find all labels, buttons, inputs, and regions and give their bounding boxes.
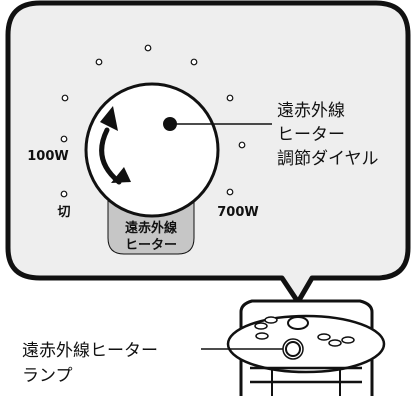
dial-position-markers (60, 44, 246, 198)
lamp-callout-line1: 遠赤外線ヒーター (22, 341, 158, 361)
marker-label-low: 100W (27, 149, 68, 164)
marker-dot-3 (61, 94, 69, 102)
marker-dot-6 (190, 58, 198, 66)
lamp-callout-line2: ランプ (22, 366, 73, 386)
marker-dot-4 (95, 58, 103, 66)
heater-button-5 (328, 339, 342, 347)
heater-dial[interactable] (84, 82, 220, 218)
heater-main-button (287, 316, 309, 330)
marker-label-high: 700W (217, 205, 258, 220)
badge-label-line2: ヒーター (125, 238, 177, 253)
marker-label-off: 切 (57, 205, 70, 220)
heater-button-6 (341, 336, 355, 344)
dial-callout-line3: 調節ダイヤル (277, 149, 379, 169)
rotation-arrow-icon (99, 106, 131, 185)
marker-dot-5 (144, 44, 152, 52)
heater-button-1 (254, 322, 268, 330)
marker-dot-2 (60, 135, 68, 143)
marker-dot-8 (238, 141, 246, 149)
heater-button-4 (317, 333, 331, 341)
marker-dot-1 (60, 190, 68, 198)
badge-label-line1: 遠赤外線 (125, 220, 178, 236)
dial-callout-line2: ヒーター (277, 125, 345, 145)
marker-dot-7 (226, 94, 234, 102)
heater-top-panel (226, 314, 386, 374)
heater-lamp (285, 341, 301, 357)
heater-button-2 (264, 316, 278, 324)
marker-dot-9 (226, 188, 234, 196)
dial-callout-line1: 遠赤外線 (277, 101, 345, 121)
heater-button-3 (255, 332, 269, 340)
heater-unit (226, 299, 386, 396)
